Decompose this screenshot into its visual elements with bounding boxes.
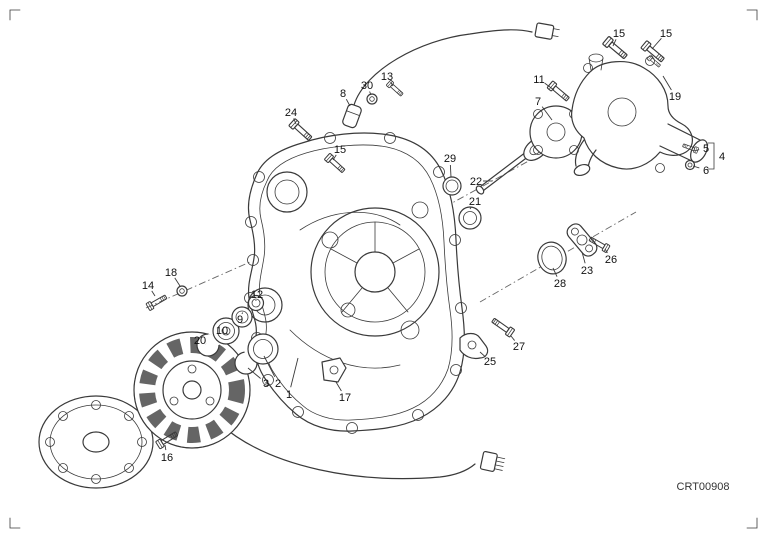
callout-label-2: 2 (275, 378, 281, 390)
callout-leader-15 (651, 37, 662, 50)
callout-label-25: 25 (484, 356, 496, 368)
bolt-27 (489, 315, 516, 338)
callout-label-13: 13 (381, 71, 393, 83)
callout-leader-30 (369, 91, 372, 96)
callout-label-19: 19 (669, 91, 681, 103)
callout-leader-5 (693, 149, 700, 152)
callout-label-18: 18 (165, 267, 177, 279)
callout-leader-2 (263, 355, 276, 377)
callout-label-17: 17 (339, 392, 351, 404)
water-pump-housing (571, 53, 708, 177)
callout-label-7: 7 (535, 96, 541, 108)
seal-circlip-group (234, 333, 279, 375)
callout-label-10: 10 (216, 325, 228, 337)
callout-leader-15 (612, 39, 617, 47)
callout-leader-9 (241, 312, 244, 315)
callout-leader-14 (151, 290, 156, 297)
bolt-15-top-2 (640, 39, 667, 65)
generator-cover (244, 132, 467, 434)
callout-leader-23 (581, 251, 586, 264)
callout-leader-17 (335, 381, 342, 392)
gasket-plate (321, 357, 347, 383)
callout-label-6: 6 (703, 165, 709, 177)
callout-label-21: 21 (469, 196, 481, 208)
crop-marks (9, 9, 758, 529)
sensor-cable (353, 22, 560, 106)
callout-label-8: 8 (340, 88, 346, 100)
callout-label-23: 23 (581, 265, 593, 277)
stator (133, 331, 251, 449)
callout-label-22: 22 (470, 176, 482, 188)
pump-cover (529, 105, 583, 159)
callout-leader-27 (510, 335, 515, 341)
stator-connector (479, 450, 506, 472)
flywheel-rotor (38, 395, 154, 489)
bolt-24 (288, 117, 314, 143)
callout-leader-15 (332, 154, 337, 161)
sensor (342, 103, 362, 129)
callout-leader-25 (479, 351, 486, 357)
callout-label-5: 5 (703, 143, 709, 155)
callout-leader-19 (662, 75, 672, 91)
callout-leader-18 (174, 277, 181, 287)
callout-label-16: 16 (161, 452, 173, 464)
callout-leader-3 (247, 367, 261, 379)
washer-6 (684, 159, 696, 171)
callout-label-26: 26 (605, 254, 617, 266)
callout-leader-7 (541, 106, 553, 121)
callout-leader-16 (164, 444, 167, 451)
callout-leader-10 (225, 332, 228, 335)
bearing-seal-group-left (176, 285, 265, 357)
group-bracket-4 (707, 142, 715, 170)
callout-leader-6 (692, 165, 700, 169)
diagram-code: CRT00908 (677, 481, 730, 493)
callout-leader-28 (552, 267, 558, 277)
callout-leader-11 (544, 82, 555, 91)
callout-label-12: 12 (251, 289, 263, 301)
callout-leader-29 (449, 164, 452, 178)
callout-leader-1 (290, 357, 299, 388)
cable-connector (534, 22, 560, 40)
bolt-11 (546, 80, 572, 104)
washer-30 (366, 93, 378, 105)
callout-label-4: 4 (719, 151, 725, 163)
callout-label-15: 15 (613, 28, 625, 40)
callout-label-1: 1 (286, 389, 292, 401)
callout-label-20: 20 (194, 335, 206, 347)
callout-leader-21 (469, 206, 472, 210)
callout-label-24: 24 (285, 107, 297, 119)
callout-label-9: 9 (237, 314, 243, 326)
stator-wire (219, 423, 506, 480)
callout-label-15: 15 (660, 28, 672, 40)
callout-label-28: 28 (554, 278, 566, 290)
callout-label-27: 27 (513, 341, 525, 353)
callout-leader-13 (390, 81, 394, 87)
callout-label-15: 15 (334, 144, 346, 156)
callout-label-11: 11 (533, 74, 544, 86)
callout-label-3: 3 (263, 378, 269, 390)
bolt-14 (145, 292, 169, 312)
callout-leader-8 (345, 98, 351, 107)
callout-label-29: 29 (444, 153, 456, 165)
callout-leader-24 (293, 118, 297, 125)
callout-label-14: 14 (142, 280, 154, 292)
callout-leader-26 (604, 248, 608, 254)
impeller-seals (442, 176, 482, 230)
callout-label-30: 30 (361, 80, 373, 92)
outlet-flange-group (537, 223, 598, 275)
